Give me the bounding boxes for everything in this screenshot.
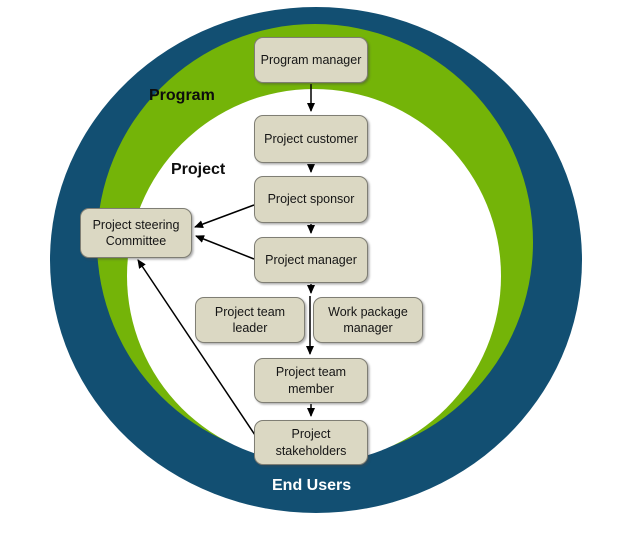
- arrow-sponsor-to-steering-committee: [194, 204, 255, 228]
- end-users-ring-label: End Users: [272, 477, 352, 494]
- arrow-stakeholders-to-steering-committee: [137, 259, 258, 439]
- node-project-manager: Project manager: [254, 237, 368, 283]
- arrow-manager-to-steering-committee: [195, 235, 255, 260]
- node-project-team-member: Project team member: [254, 358, 368, 403]
- node-project-stakeholders: Project stakeholders: [254, 420, 368, 465]
- node-program-manager: Program manager: [254, 37, 368, 83]
- node-project-team-leader: Project team leader: [195, 297, 305, 343]
- program-ring-label: Program: [149, 87, 215, 104]
- node-project-steering-committee: Project steering Committee: [80, 208, 192, 258]
- project-ring-label: Project: [171, 161, 226, 178]
- node-project-sponsor: Project sponsor: [254, 176, 368, 223]
- node-project-customer: Project customer: [254, 115, 368, 163]
- node-work-package-manager: Work package manager: [313, 297, 423, 343]
